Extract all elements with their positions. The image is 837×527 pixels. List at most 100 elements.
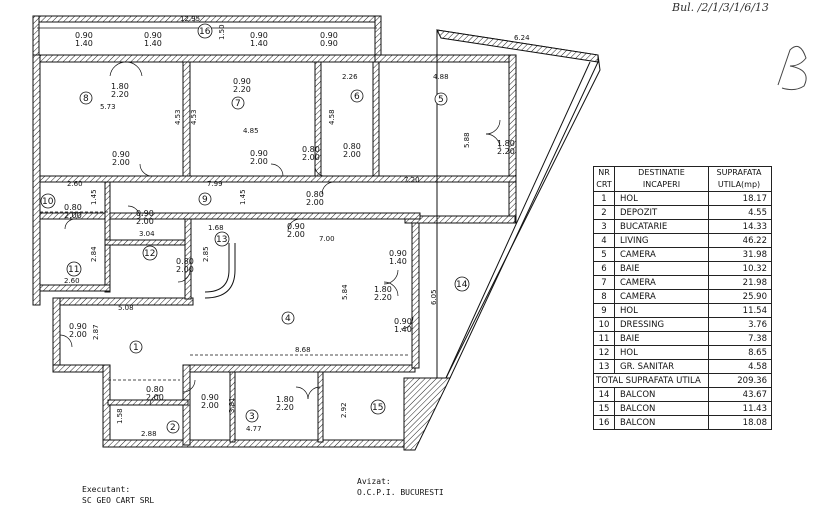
total-label: TOTAL SUPRAFATA UTILA xyxy=(593,373,709,388)
room-markers: 1 2 3 4 5 6 7 8 9 10 11 12 13 14 15 16 xyxy=(40,23,470,434)
room-area: 21.98 xyxy=(708,275,772,290)
room-number-3: 3 xyxy=(249,412,255,422)
executant-block: Executant: SC GEO CART SRL xyxy=(82,484,154,506)
dim-label: 3.81 xyxy=(228,397,236,413)
door-swings xyxy=(59,61,501,406)
balcony-area: 43.67 xyxy=(708,387,772,402)
room-13-curved-wall xyxy=(204,243,236,299)
room-number-12: 12 xyxy=(144,249,155,259)
door-label: 2.00 xyxy=(306,198,324,207)
door-label: 0.90 xyxy=(320,31,338,40)
avizat-label: Avizat: xyxy=(357,477,391,486)
door-label: 2.00 xyxy=(136,217,154,226)
room-number-2: 2 xyxy=(170,423,176,433)
room-name: DEPOZIT xyxy=(614,205,709,220)
door-label: 0.80 xyxy=(176,257,194,266)
row-number: 5 xyxy=(593,247,615,262)
room-number-4: 4 xyxy=(285,314,291,324)
avizat-name: O.C.P.I. BUCURESTI xyxy=(357,488,444,497)
dim-label: 3.04 xyxy=(139,230,155,238)
dim-label: 2.60 xyxy=(64,277,80,285)
dim-label: 2.92 xyxy=(340,402,348,418)
room-number-16: 16 xyxy=(199,27,211,37)
door-label: 0.90 xyxy=(69,322,87,331)
room-area: 10.32 xyxy=(708,261,772,276)
room-number-14: 14 xyxy=(456,280,468,290)
door-labels: 0.90 1.40 0.90 1.40 0.90 1.40 0.90 0.90 … xyxy=(64,31,515,412)
balcony-14 xyxy=(403,29,601,451)
room-name: CAMERA xyxy=(614,275,709,290)
door-label: 0.90 xyxy=(389,249,407,258)
dim-label: 1.45 xyxy=(239,189,247,205)
door-label: 2.00 xyxy=(287,230,305,239)
dim-label: 7.20 xyxy=(404,176,420,184)
room-name: CAMERA xyxy=(614,247,709,262)
door-label: 2.00 xyxy=(69,330,87,339)
door-label: 2.00 xyxy=(146,393,164,402)
room-area: 4.55 xyxy=(708,205,772,220)
dim-label: 2.87 xyxy=(92,324,100,340)
door-label: 0.90 xyxy=(112,150,130,159)
row-number: 12 xyxy=(593,345,615,360)
interior-walls xyxy=(39,61,517,443)
dim-label: 1.58 xyxy=(116,408,124,424)
door-label: 0.90 xyxy=(320,39,338,48)
door-label: 1.80 xyxy=(111,82,129,91)
handwritten-annotation: Bul. /2/1/3/1/6/13 xyxy=(672,1,769,14)
door-label: 1.80 xyxy=(374,285,392,294)
dim-label: 5.73 xyxy=(100,103,116,111)
signature-mark xyxy=(777,45,807,91)
dim-label: 4.88 xyxy=(433,73,449,81)
row-number: 16 xyxy=(593,415,615,430)
dimension-labels: 12.95 1.50 6.24 5.73 4.53 4.53 4.85 2.26… xyxy=(64,15,530,438)
balcony-area: 11.43 xyxy=(708,401,772,416)
door-label: 1.40 xyxy=(75,39,93,48)
room-area: 8.65 xyxy=(708,345,772,360)
door-label: 1.80 xyxy=(497,139,515,148)
door-label: 0.80 xyxy=(302,145,320,154)
door-label: 1.40 xyxy=(394,325,412,334)
dim-label: 1.68 xyxy=(208,224,224,232)
room-number-10: 10 xyxy=(42,197,54,207)
room-area: 25.90 xyxy=(708,289,772,304)
room-name: LIVING xyxy=(614,233,709,248)
room-area: 3.76 xyxy=(708,317,772,332)
dim-label: 7.00 xyxy=(319,235,335,243)
room-13-curved-wall-inner xyxy=(204,243,230,293)
room-number-1: 1 xyxy=(133,343,139,353)
dim-label: 4.77 xyxy=(246,425,262,433)
room-number-7: 7 xyxy=(235,99,241,109)
room-name: DRESSING xyxy=(614,317,709,332)
room-area: 18.17 xyxy=(708,191,772,206)
balcony-area: 18.08 xyxy=(708,415,772,430)
balcony-name: BALCON xyxy=(614,387,709,402)
dim-label: 6.05 xyxy=(430,289,438,305)
dim-label: 4.53 xyxy=(174,109,182,125)
door-label: 1.80 xyxy=(276,395,294,404)
dim-label: 2.84 xyxy=(90,246,98,262)
door-label: 0.90 xyxy=(250,31,268,40)
row-number: 1 xyxy=(593,191,615,206)
row-number: 8 xyxy=(593,289,615,304)
door-label: 0.80 xyxy=(146,385,164,394)
room-area: 11.54 xyxy=(708,303,772,318)
dim-label: 8.68 xyxy=(295,346,311,354)
door-label: 0.90 xyxy=(144,31,162,40)
door-label: 0.80 xyxy=(343,142,361,151)
dim-label: 4.85 xyxy=(243,127,259,135)
room-number-9: 9 xyxy=(202,195,208,205)
